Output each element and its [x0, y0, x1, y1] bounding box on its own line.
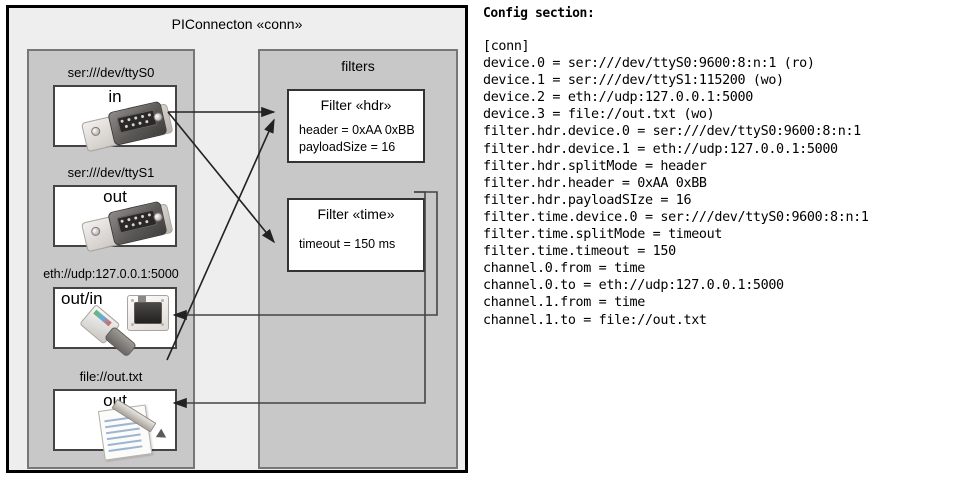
channel-label-1: channel «1»	[362, 389, 436, 404]
config-line: filter.hdr.splitMode = header	[483, 158, 707, 174]
config-line: device.1 = ser:///dev/ttyS1:115200 (wo)	[483, 73, 784, 89]
ethernet-icon	[127, 295, 169, 331]
filter-box-hdr[interactable]: Filter «hdr» header = 0xAA 0xBB payloadS…	[287, 89, 425, 163]
config-section: Config section: [conn] device.0 = ser:///…	[483, 6, 961, 476]
device-io-ttys1: out	[103, 187, 127, 206]
config-line: filter.hdr.header = 0xAA 0xBB	[483, 175, 707, 191]
config-line: filter.hdr.device.0 = ser:///dev/ttyS0:9…	[483, 124, 861, 140]
filter-title-hdr: Filter «hdr»	[320, 97, 392, 113]
config-line: [conn]	[483, 39, 530, 54]
filter-attr-timeout: timeout = 150 ms	[299, 237, 396, 251]
config-line: filter.time.device.0 = ser:///dev/ttyS0:…	[483, 209, 869, 225]
config-line: device.3 = file://out.txt (wo)	[483, 107, 715, 123]
devices-panel: ser:///dev/ttyS0 in	[27, 49, 195, 469]
filter-title-time: Filter «time»	[317, 206, 395, 222]
device-label-eth: eth://udp:127.0.0.1:5000	[43, 267, 179, 281]
config-lines: [conn] device.0 = ser:///dev/ttyS0:9600:8…	[483, 38, 961, 329]
config-heading: Config section:	[483, 6, 595, 21]
filter-attr-payloadsize: payloadSize = 16	[299, 140, 396, 154]
device-label-ttys1: ser:///dev/ttyS1	[67, 165, 155, 180]
diagram-title: PIConnecton «conn»	[171, 16, 303, 32]
config-line: device.0 = ser:///dev/ttyS0:9600:8:n:1 (…	[483, 56, 815, 72]
config-line: device.2 = eth://udp:127.0.0.1:5000	[483, 90, 753, 106]
config-line: filter.hdr.payloadSIze = 16	[483, 192, 692, 208]
config-line: channel.1.to = file://out.txt	[483, 312, 707, 328]
filter-box-time[interactable]: Filter «time» timeout = 150 ms	[287, 198, 425, 272]
config-line: filter.hdr.device.1 = eth://udp:127.0.0.…	[483, 141, 838, 157]
filter-attr-header: header = 0xAA 0xBB	[299, 123, 415, 137]
diagram-outer-frame: PIConnecton «conn» ser:///dev/ttyS0 in	[6, 5, 468, 473]
device-box-ttys1[interactable]: out	[53, 185, 177, 253]
filters-panel-title: filters	[341, 58, 375, 74]
filters-panel: filters Filter «hdr» header = 0xAA 0xBB …	[258, 49, 458, 469]
device-label-file: file://out.txt	[79, 369, 143, 384]
config-line: channel.1.from = time	[483, 295, 645, 311]
channel-label-0: channel «0»	[362, 303, 436, 318]
device-io-ttys0: in	[108, 87, 122, 106]
config-line: filter.time.timeout = 150	[483, 244, 676, 260]
device-io-eth: out/in	[61, 289, 103, 308]
device-box-eth[interactable]: out/in	[53, 287, 177, 358]
config-line: channel.0.to = eth://udp:127.0.0.1:5000	[483, 278, 784, 294]
config-line: channel.0.from = time	[483, 261, 645, 277]
device-label-ttys0: ser:///dev/ttyS0	[67, 65, 155, 80]
text-file-icon	[97, 398, 169, 461]
device-box-ttys0[interactable]: in	[53, 85, 177, 153]
config-line: filter.time.splitMode = timeout	[483, 227, 723, 243]
device-box-file[interactable]: out	[53, 389, 177, 461]
channel-box-1[interactable]: channel «1»	[306, 326, 448, 412]
